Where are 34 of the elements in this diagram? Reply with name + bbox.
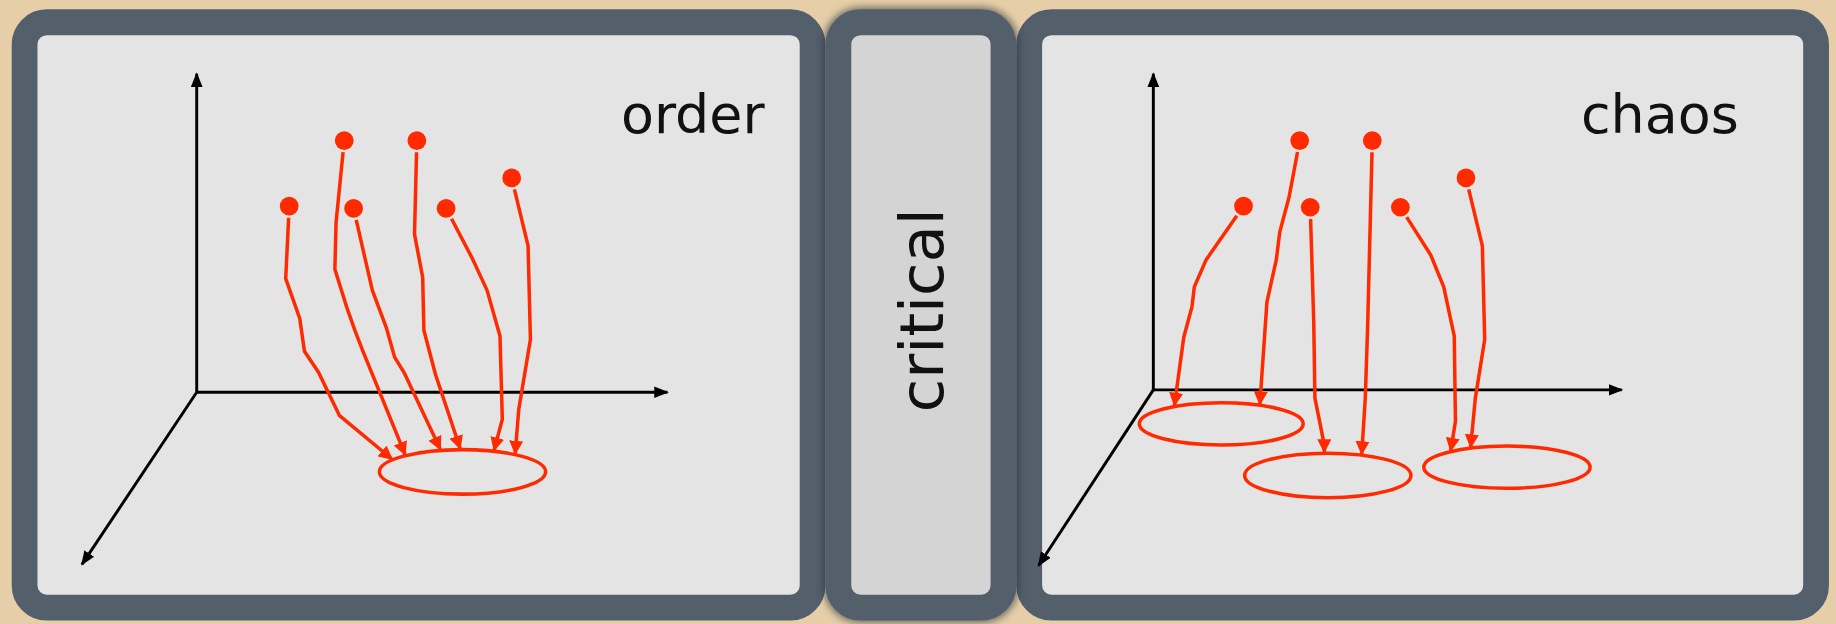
trajectory-arrow	[1308, 218, 1332, 454]
point-dot	[407, 131, 427, 150]
point-dot	[344, 199, 363, 218]
panel-title: chaos	[1581, 87, 1739, 142]
attractor-ellipse	[377, 447, 548, 496]
trajectory-arrow	[1405, 216, 1460, 452]
panel	[11, 9, 826, 621]
panel-title: critical	[890, 208, 952, 413]
point-dot	[1300, 197, 1320, 217]
point-dot	[1234, 196, 1253, 216]
point-dot	[334, 131, 354, 150]
point-dot	[279, 196, 299, 216]
trajectory-arrow	[509, 188, 533, 455]
point-dot	[1456, 168, 1476, 188]
trajectory-arrow	[354, 219, 442, 451]
trajectory-arrow	[1355, 152, 1374, 456]
attractor-ellipse	[1422, 444, 1592, 491]
panel	[825, 9, 1017, 621]
trajectory-arrow	[1253, 151, 1300, 406]
trajectory-arrow	[450, 217, 505, 452]
trajectory-arrow	[333, 152, 407, 456]
trajectory-arrow	[1464, 188, 1487, 449]
point-dot	[1391, 197, 1410, 217]
panel-title: order	[620, 87, 765, 142]
point-dot	[1290, 131, 1310, 150]
point-dot	[436, 199, 456, 218]
point-dot	[1362, 131, 1382, 150]
point-dot	[502, 168, 522, 188]
attractor-ellipse	[1137, 401, 1305, 447]
attractor-ellipse	[1242, 451, 1413, 500]
trajectory-arrow	[1169, 214, 1239, 407]
panel	[1016, 9, 1829, 621]
trajectory-arrow	[412, 152, 463, 450]
trajectory-arrow	[283, 217, 393, 461]
